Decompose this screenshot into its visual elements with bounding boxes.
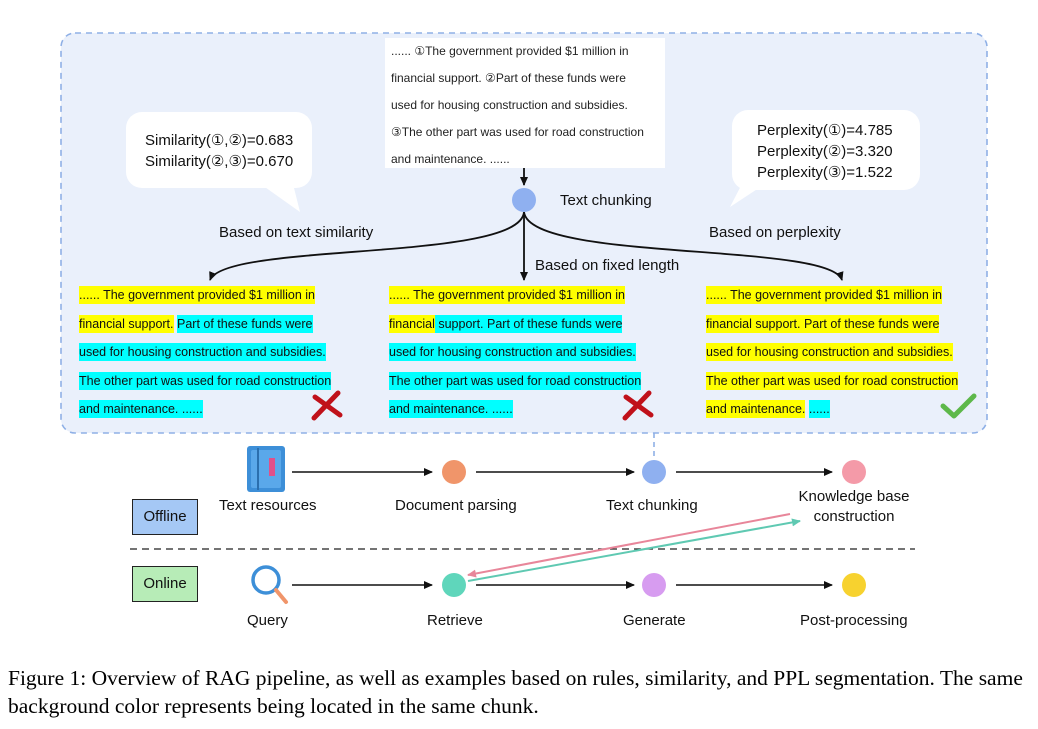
text-chunking-node bbox=[642, 460, 666, 484]
chunk-line: ...... The government provided $1 millio… bbox=[706, 281, 986, 310]
chunk-line: The other part was used for road constru… bbox=[706, 367, 986, 396]
chunk-line: used for housing construction and subsid… bbox=[389, 338, 669, 367]
chunk-line: The other part was used for road constru… bbox=[389, 367, 669, 396]
chunk-segment-yellow: ...... The government provided $1 millio… bbox=[706, 286, 943, 304]
chunk-line: ...... The government provided $1 millio… bbox=[389, 281, 669, 310]
similarity-bubble-tail bbox=[262, 180, 300, 212]
chunk-segment-cyan: support. Part of these funds were bbox=[434, 314, 623, 333]
arrow-retrieve-to-kb bbox=[467, 518, 801, 582]
chunk-segment-yellow: financial bbox=[389, 314, 435, 333]
source-line: and maintenance. ...... bbox=[391, 152, 510, 166]
retrieve-label: Retrieve bbox=[427, 612, 483, 629]
branch-perplexity bbox=[523, 211, 844, 281]
query-label: Query bbox=[247, 612, 288, 629]
chunk-segment-yellow: ...... The government provided $1 millio… bbox=[79, 286, 316, 304]
text-chunking-label-top: Text chunking bbox=[560, 192, 652, 209]
chunk-segment-cyan: used for housing construction and subsid… bbox=[389, 343, 636, 361]
cross-icon bbox=[311, 390, 343, 421]
perplexity-bubble: Perplexity(①)=4.785 Perplexity(②)=3.320 … bbox=[732, 110, 920, 190]
chunk-result-fixed: ...... The government provided $1 millio… bbox=[389, 281, 669, 424]
post-processing-node bbox=[842, 573, 866, 597]
source-text-box: ...... ①The government provided $1 milli… bbox=[385, 38, 665, 168]
chunk-segment-cyan: Part of these funds were bbox=[177, 314, 313, 333]
chunk-line: used for housing construction and subsid… bbox=[706, 338, 986, 367]
chunk-segment-cyan: and maintenance. ...... bbox=[79, 400, 203, 418]
chunk-line: financial support. Part of these funds w… bbox=[79, 310, 359, 339]
offline-tag: Offline bbox=[132, 499, 198, 535]
text-chunking-label: Text chunking bbox=[606, 497, 698, 514]
similarity-value-2: Similarity(②,③)=0.670 bbox=[145, 153, 294, 170]
based-on-fixed-label: Based on fixed length bbox=[535, 257, 680, 274]
arrow-kb-to-retrieve bbox=[467, 513, 791, 578]
chunk-result-similarity: ...... The government provided $1 millio… bbox=[79, 281, 359, 424]
retrieve-node bbox=[442, 573, 466, 597]
similarity-bubble: Similarity(①,②)=0.683 Similarity(②,③)=0.… bbox=[126, 112, 312, 188]
check-icon bbox=[940, 393, 977, 419]
chunk-segment-yellow: financial support. Part of these funds w… bbox=[706, 314, 940, 333]
figure-caption: Figure 1: Overview of RAG pipeline, as w… bbox=[8, 666, 1023, 718]
chunk-segment-yellow: The other part was used for road constru… bbox=[706, 371, 959, 390]
chunk-line: ...... The government provided $1 millio… bbox=[79, 281, 359, 310]
online-tag: Online bbox=[132, 566, 198, 602]
chunk-segment-yellow: used for housing construction and subsid… bbox=[706, 343, 953, 361]
chunk-line: used for housing construction and subsid… bbox=[79, 338, 359, 367]
source-line: ③The other part was used for road constr… bbox=[391, 125, 644, 139]
based-on-perplexity-label: Based on perplexity bbox=[709, 224, 841, 241]
source-line: ...... ①The government provided $1 milli… bbox=[391, 44, 629, 58]
knowledge-base-line-1: Knowledge base bbox=[798, 488, 910, 505]
perplexity-value-3: Perplexity(③)=1.522 bbox=[757, 164, 893, 181]
chunk-segment-yellow: ...... The government provided $1 millio… bbox=[389, 286, 626, 304]
search-icon bbox=[251, 565, 288, 604]
similarity-value-1: Similarity(①,②)=0.683 bbox=[145, 132, 294, 149]
source-line: financial support. ②Part of these funds … bbox=[391, 71, 626, 85]
book-icon bbox=[247, 446, 285, 492]
perplexity-value-1: Perplexity(①)=4.785 bbox=[757, 122, 893, 139]
branch-similarity bbox=[209, 211, 525, 281]
knowledge-base-line-2: construction bbox=[813, 508, 895, 525]
chunk-line: The other part was used for road constru… bbox=[79, 367, 359, 396]
document-parsing-node bbox=[442, 460, 466, 484]
chunk-result-perplexity: ...... The government provided $1 millio… bbox=[706, 281, 986, 424]
chunk-segment-yellow: financial support. bbox=[79, 314, 174, 333]
perplexity-value-2: Perplexity(②)=3.320 bbox=[757, 143, 893, 160]
based-on-similarity-label: Based on text similarity bbox=[219, 224, 374, 241]
chunk-line: and maintenance. ...... bbox=[389, 395, 669, 424]
chunk-segment-cyan: and maintenance. ...... bbox=[389, 400, 513, 418]
chunk-line: financial support. Part of these funds w… bbox=[706, 310, 986, 339]
chunk-segment-cyan: The other part was used for road constru… bbox=[79, 371, 332, 390]
cross-icon bbox=[622, 390, 654, 421]
post-processing-label: Post-processing bbox=[800, 612, 908, 629]
document-parsing-label: Document parsing bbox=[395, 497, 517, 514]
generate-node bbox=[642, 573, 666, 597]
chunk-segment-cyan: ...... bbox=[808, 400, 830, 418]
chunk-line: and maintenance. ...... bbox=[79, 395, 359, 424]
chunk-line: financial support. Part of these funds w… bbox=[389, 310, 669, 339]
generate-label: Generate bbox=[623, 612, 686, 629]
chunk-line: and maintenance. ...... bbox=[706, 395, 986, 424]
source-line: used for housing construction and subsid… bbox=[391, 98, 628, 112]
chunk-segment-cyan: The other part was used for road constru… bbox=[389, 371, 642, 390]
chunk-segment-cyan: used for housing construction and subsid… bbox=[79, 343, 326, 361]
knowledge-base-node bbox=[842, 460, 866, 484]
text-resources-label: Text resources bbox=[219, 497, 317, 514]
chunk-segment-yellow: and maintenance. bbox=[706, 400, 806, 418]
text-chunking-node-top bbox=[512, 188, 536, 212]
knowledge-base-label: Knowledge base construction bbox=[794, 487, 914, 527]
